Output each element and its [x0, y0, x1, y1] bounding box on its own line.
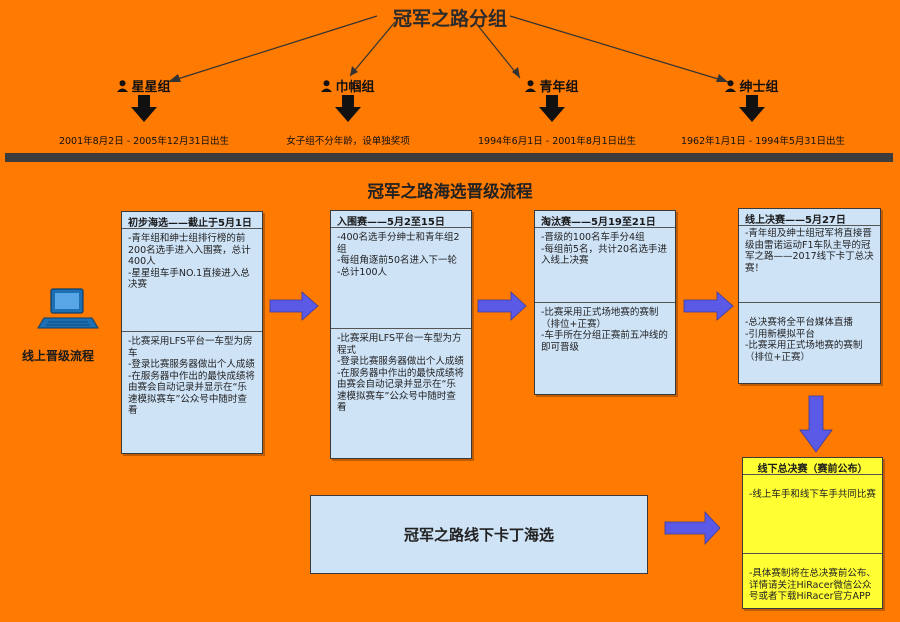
stage-card: 初步海选——截止于5月1日 -青年组和绅士组排行榜的前200名选手进入入围赛，总…	[121, 211, 263, 454]
group-label: 巾帼组	[298, 76, 398, 95]
stage-summary: -青年组和绅士组排行榜的前200名选手进入入围赛，总计400人 -星星组车手NO…	[128, 233, 251, 290]
stage-header: 线上决赛——5月27日	[739, 209, 880, 226]
stage-summary: -青年组及绅士组冠军将直接晋级由雷诺运动F1车队主导的冠军之路——2017线下卡…	[745, 228, 874, 274]
group-name: 巾帼组	[335, 80, 375, 95]
down-arrow-blue	[799, 395, 833, 453]
connector-line	[167, 15, 378, 83]
stage-card: 入围赛——5月2至15日 -400名选手分绅士和青年组2组 -每组角逐前50名进…	[330, 210, 472, 459]
online-label: 线上晋级流程	[22, 349, 95, 363]
stage-header: 初步海选——截止于5月1日	[122, 212, 262, 229]
connector-arrowhead	[168, 74, 181, 82]
person-icon	[117, 80, 129, 92]
stage-rules: -总决赛将全平台媒体直播 -引用新模拟平台 -比赛采用正式场地赛的赛制（排位+正…	[739, 302, 880, 367]
final-header: 线下总决赛（赛前公布）	[743, 458, 882, 475]
group-date: 2001年8月2日 - 2005年12月31日出生	[58, 136, 230, 147]
person-icon	[725, 80, 737, 92]
group-label: 绅士组	[702, 76, 802, 95]
group-name: 星星组	[131, 80, 171, 95]
connector-line	[474, 21, 521, 79]
person-icon	[525, 80, 537, 92]
connector-line	[509, 15, 729, 83]
stage-summary: -400名选手分绅士和青年组2组 -每组角逐前50名进入下一轮 -总计100人	[337, 232, 460, 278]
offline-selection-box: 冠军之路线下卡丁海选	[310, 495, 648, 574]
down-arrow	[739, 95, 765, 122]
flow-title: 冠军之路海选晋级流程	[367, 182, 533, 201]
group-label: 星星组	[94, 76, 194, 95]
group-label: 青年组	[502, 76, 602, 95]
right-arrow	[269, 291, 319, 321]
group-date: 1962年1月1日 - 1994年5月31日出生	[680, 136, 846, 147]
main-title: 冠军之路分组	[392, 8, 507, 30]
section-divider	[5, 153, 893, 162]
stage-rules: -比赛采用正式场地赛的赛制（排位+正赛） -车手所在分组正赛前五冲线的即可晋级	[535, 302, 675, 357]
stage-header: 淘汰赛——5月19至21日	[535, 211, 675, 228]
down-arrow	[131, 95, 157, 122]
stage-rules: -比赛采用LFS平台一车型为方程式 -登录比赛服务器做出个人成绩 -在服务器中作…	[331, 328, 471, 418]
down-arrow	[539, 95, 565, 122]
group-date: 1994年6月1日 - 2001年8月1日出生	[478, 136, 636, 147]
right-arrow	[664, 510, 721, 546]
stage-summary: -晋级的100名车手分4组 -每组前5名，共计20名选手进入线上决赛	[541, 232, 668, 266]
connector-arrowhead	[716, 74, 728, 82]
stage-card: 淘汰赛——5月19至21日 -晋级的100名车手分4组 -每组前5名，共计20名…	[534, 210, 676, 395]
group-date: 女子组不分年龄，设单独奖项	[286, 136, 410, 147]
stage-rules: -比赛采用LFS平台一车型为房车 -登录比赛服务器做出个人成绩 -在服务器中作出…	[122, 331, 262, 421]
final-summary: -线上车手和线下车手共同比赛	[749, 489, 876, 500]
connector-arrowhead	[350, 66, 358, 76]
stage-header: 入围赛——5月2至15日	[331, 211, 471, 228]
connector-line	[349, 21, 396, 77]
right-arrow	[477, 291, 527, 321]
connector-arrowhead	[512, 67, 520, 78]
group-name: 绅士组	[739, 80, 779, 95]
down-arrow	[335, 95, 361, 122]
final-card: 线下总决赛（赛前公布） -线上车手和线下车手共同比赛 -具体赛制将在总决赛前公布…	[742, 457, 883, 609]
stage-card: 线上决赛——5月27日 -青年组及绅士组冠军将直接晋级由雷诺运动F1车队主导的冠…	[738, 208, 881, 384]
person-icon	[321, 80, 333, 92]
group-name: 青年组	[539, 80, 579, 95]
right-arrow	[683, 291, 734, 321]
final-details: -具体赛制将在总决赛前公布、详情请关注HiRacer微信公众号或者下载HiRac…	[743, 553, 882, 607]
computer-icon	[37, 288, 99, 329]
